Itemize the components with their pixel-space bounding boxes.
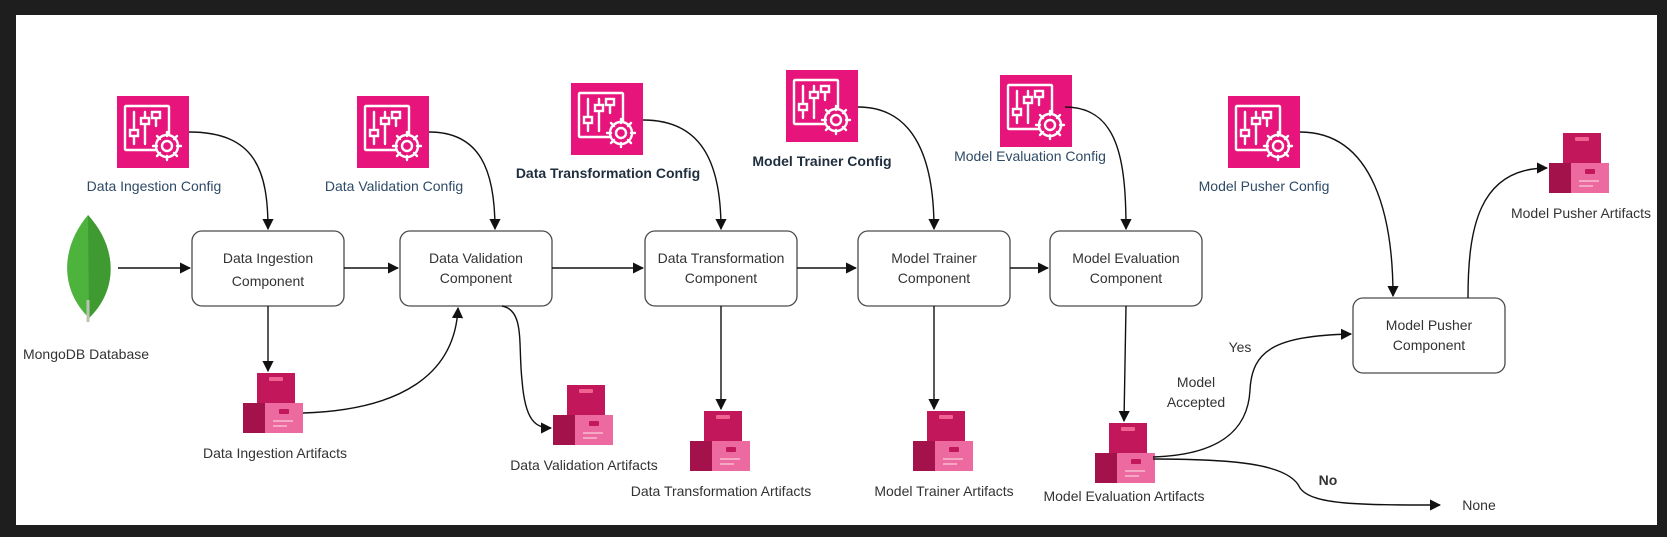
svg-text:Data Transformation: Data Transformation [658, 250, 785, 266]
artifact-label-ingestion: Data Ingestion Artifacts [203, 445, 347, 461]
svg-text:Component: Component [1393, 337, 1465, 353]
artifact-label-evaluation: Model Evaluation Artifacts [1043, 488, 1204, 504]
edge-config-ingestion [188, 131, 274, 231]
config-sliders-icon [115, 94, 191, 170]
config-label-evaluation: Model Evaluation Config [954, 148, 1106, 164]
mongodb-database-label: MongoDB Database [23, 346, 149, 362]
component-transformation: Data Transformation Component [644, 230, 798, 307]
config-label-transformation: Data Transformation Config [516, 165, 700, 181]
svg-text:Component: Component [232, 273, 304, 289]
svg-text:Model Evaluation: Model Evaluation [1072, 250, 1179, 266]
config-sliders-icon [784, 68, 860, 144]
edge-config-trainer [857, 106, 940, 231]
edge-config-pusher [1299, 131, 1399, 298]
svg-text:Component: Component [685, 270, 757, 286]
component-evaluation: Model Evaluation Component [1049, 230, 1203, 307]
config-sliders-icon [1226, 94, 1302, 170]
artifact-label-validation: Data Validation Artifacts [510, 457, 658, 473]
svg-text:Data Ingestion: Data Ingestion [223, 250, 313, 266]
edge-evaluation-yes-to-pusher [1152, 328, 1353, 458]
edge-ingestion-artifact-to-validation [302, 306, 464, 414]
edge-evaluation-to-artifact [1118, 305, 1130, 423]
svg-text:Component: Component [898, 270, 970, 286]
decision-none-label: None [1462, 497, 1496, 513]
edge-config-evaluation [1064, 106, 1132, 231]
edge-config-validation [428, 131, 501, 231]
edge-evaluation-no-to-none [1152, 458, 1442, 511]
decision-accepted-label: Accepted [1167, 394, 1225, 410]
edge-pusher-to-artifact [1467, 162, 1549, 299]
decision-model-label: Model [1177, 374, 1215, 390]
edges [118, 106, 1549, 511]
decision-no-label: No [1319, 472, 1338, 488]
svg-text:Model Trainer: Model Trainer [891, 250, 977, 266]
component-trainer: Model Trainer Component [857, 230, 1011, 307]
svg-text:Component: Component [1090, 270, 1162, 286]
component-pusher: Model Pusher Component [1352, 297, 1506, 374]
config-sliders-icon [998, 73, 1074, 149]
edge-validation-to-artifact [501, 305, 553, 434]
svg-text:Component: Component [440, 270, 512, 286]
config-label-validation: Data Validation Config [325, 178, 463, 194]
artifact-label-trainer: Model Trainer Artifacts [874, 483, 1013, 499]
mongodb-leaf-icon [67, 215, 111, 322]
artifact-label-pusher: Model Pusher Artifacts [1511, 205, 1651, 221]
config-label-ingestion: Data Ingestion Config [87, 178, 222, 194]
edge-config-transformation [642, 119, 727, 231]
component-validation: Data Validation Component [399, 230, 553, 307]
svg-text:Model Pusher: Model Pusher [1386, 317, 1473, 333]
component-ingestion: Data Ingestion Component [191, 230, 345, 307]
config-label-trainer: Model Trainer Config [752, 153, 891, 169]
config-sliders-icon [569, 81, 645, 157]
svg-text:Data Validation: Data Validation [429, 250, 523, 266]
artifact-label-transformation: Data Transformation Artifacts [631, 483, 812, 499]
config-label-pusher: Model Pusher Config [1199, 178, 1330, 194]
config-sliders-icon [355, 94, 431, 170]
decision-yes-label: Yes [1229, 339, 1252, 355]
